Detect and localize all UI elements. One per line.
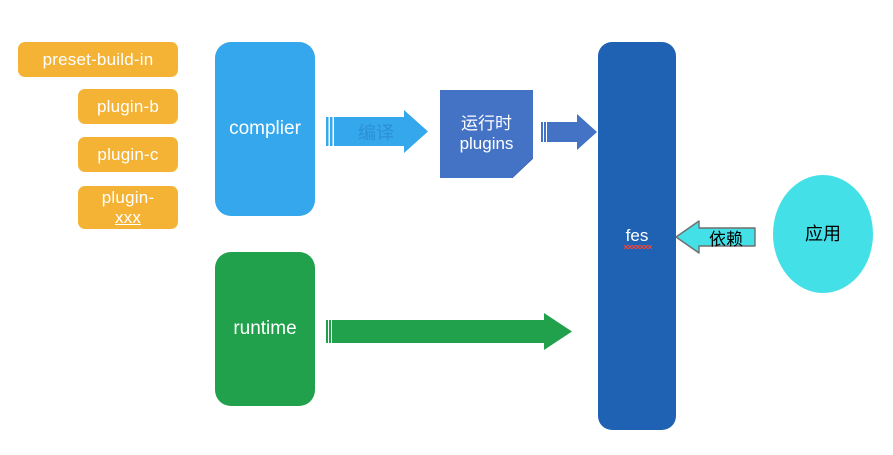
node-runtime-plugins-line2: plugins: [459, 134, 514, 153]
chip-preset-build-in[interactable]: preset-build-in: [18, 42, 178, 77]
node-complier-label: complier: [229, 118, 301, 140]
node-runtime-plugins-line1: 运行时: [461, 114, 512, 134]
arrow-compile: [326, 110, 428, 153]
chip-label-line1: plugin-: [101, 187, 155, 207]
arrow-runtime-to-fes: [326, 313, 572, 350]
node-complier[interactable]: complier: [215, 42, 315, 216]
node-app[interactable]: 应用: [773, 175, 873, 293]
node-fes-label: fes: [625, 225, 649, 245]
arrow-plugins-to-fes: [541, 114, 597, 150]
chip-label: plugin-b: [96, 96, 160, 116]
node-runtime-plugins[interactable]: 运行时 plugins: [440, 90, 533, 178]
chip-label: plugin-c: [97, 144, 159, 164]
chip-label: preset-build-in: [42, 49, 154, 69]
node-fes[interactable]: fes: [598, 42, 676, 430]
chip-plugin-b[interactable]: plugin-b: [78, 89, 178, 124]
folded-corner-icon: [512, 158, 533, 178]
arrow-depend: [675, 220, 756, 254]
chip-plugin-xxx[interactable]: plugin- xxx: [78, 186, 178, 229]
spellcheck-underline-icon: [623, 245, 653, 250]
node-app-label: 应用: [805, 223, 841, 244]
node-fes-label-wrap: fes: [623, 225, 653, 250]
node-runtime[interactable]: runtime: [215, 252, 315, 406]
chip-label-line2: xxx: [114, 207, 142, 227]
chip-plugin-c[interactable]: plugin-c: [78, 137, 178, 172]
node-runtime-label: runtime: [233, 318, 297, 340]
